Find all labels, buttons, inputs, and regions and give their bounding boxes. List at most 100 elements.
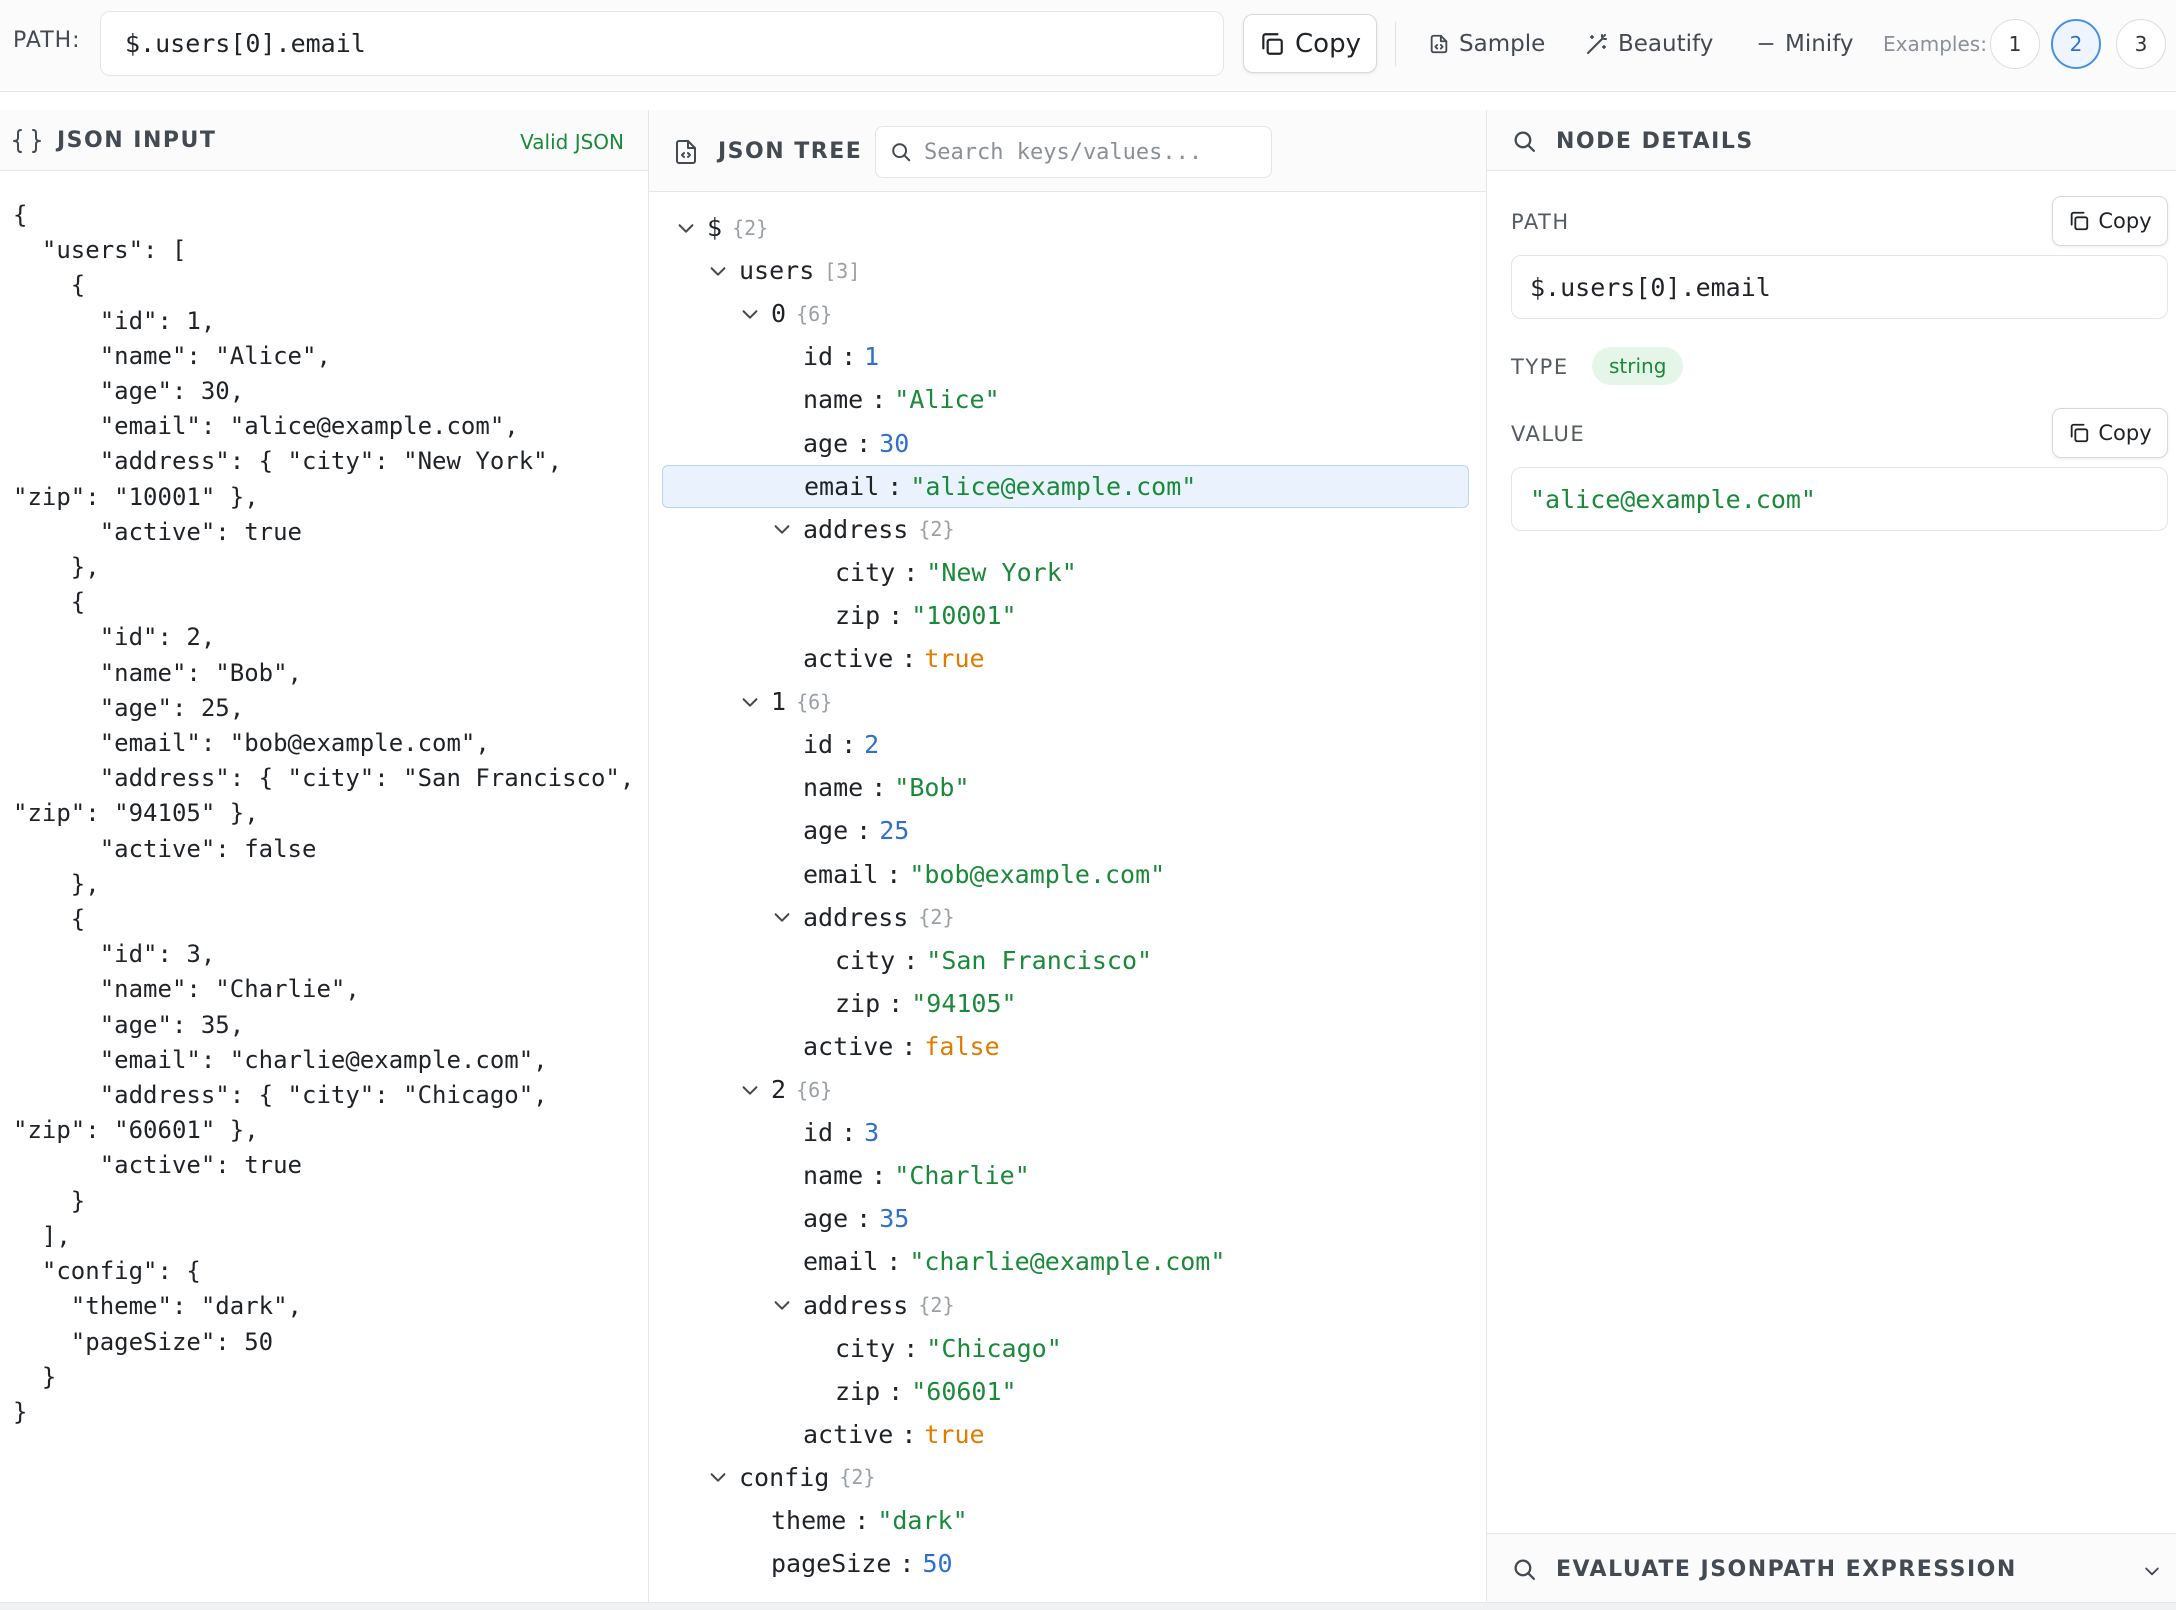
tree-row[interactable]: active:true: [771, 637, 985, 680]
tree-row[interactable]: email:"charlie@example.com": [771, 1240, 1225, 1283]
tree-row[interactable]: 1 {6}: [739, 680, 832, 723]
node-details-header: NODE DETAILS: [1487, 110, 2176, 171]
json-input-editor[interactable]: { "users": [ { "id": 1, "name": "Alice",…: [13, 201, 635, 1426]
tree-search-box[interactable]: [875, 126, 1272, 178]
copy-detail-path-label: Copy: [2098, 209, 2152, 233]
tree-row-selected[interactable]: email:"alice@example.com": [662, 464, 1469, 508]
details-value-field[interactable]: "alice@example.com": [1511, 467, 2168, 531]
tree-key: email: [804, 471, 880, 501]
tree-value: false: [924, 1031, 1000, 1061]
tree-row[interactable]: id:1: [771, 335, 879, 378]
chevron-down-icon[interactable]: [739, 691, 761, 713]
tree-value: "New York": [926, 557, 1077, 587]
chevron-down-icon[interactable]: [771, 1294, 793, 1316]
tree-row[interactable]: id:3: [771, 1111, 879, 1154]
chevron-down-icon[interactable]: [739, 303, 761, 325]
tree-row[interactable]: address{2}: [771, 508, 954, 551]
tree-row[interactable]: age:30: [771, 422, 909, 465]
tree-search-input[interactable]: [924, 139, 1244, 165]
bottom-edge: [0, 1602, 2176, 1610]
tree-row[interactable]: 2{6}: [739, 1068, 832, 1111]
tree-row[interactable]: zip:"94105": [803, 982, 1017, 1025]
copy-detail-value-button[interactable]: Copy: [2052, 408, 2168, 458]
tree-row[interactable]: theme:"dark": [739, 1499, 968, 1542]
path-label: PATH:: [13, 28, 81, 53]
tree-key: active: [803, 1031, 894, 1061]
example-1-button[interactable]: 1: [1990, 19, 2040, 69]
tree-key: id: [803, 1118, 834, 1148]
tree-row[interactable]: zip:"60601": [803, 1370, 1017, 1413]
tree-row[interactable]: name:"Bob": [771, 766, 970, 809]
tree-key: address: [803, 902, 909, 932]
tree-colon: :: [886, 1247, 902, 1277]
tree-value: true: [924, 1419, 985, 1449]
tree-row[interactable]: zip:"10001": [803, 594, 1017, 637]
tree-row[interactable]: active:false: [771, 1025, 1000, 1068]
tree-colon: :: [871, 1161, 887, 1191]
chevron-down-icon[interactable]: [707, 260, 729, 282]
tree-colon: :: [856, 816, 872, 846]
tree-row[interactable]: email:"bob@example.com": [771, 853, 1165, 896]
evaluate-jsonpath-label: EVALUATE JSONPATH EXPRESSION: [1556, 1557, 2017, 1582]
sample-button[interactable]: Sample: [1428, 22, 1545, 66]
copy-path-button[interactable]: Copy: [1243, 14, 1377, 73]
tree-key: $: [707, 213, 723, 242]
tree-value: "Charlie": [894, 1161, 1030, 1191]
beautify-button[interactable]: Beautify: [1585, 22, 1713, 66]
chevron-down-icon[interactable]: [707, 1466, 729, 1488]
tree-row[interactable]: name:"Alice": [771, 378, 1000, 421]
toolbar: PATH: $.users[0].email Copy Sample Beaut…: [0, 0, 2176, 92]
tree-colon: :: [856, 1204, 872, 1234]
chevron-down-icon[interactable]: [739, 1079, 761, 1101]
tree-row[interactable]: address{2}: [771, 1284, 954, 1327]
tree-row[interactable]: id:2: [771, 723, 879, 766]
tree-value: "10001": [911, 600, 1017, 630]
example-3-button[interactable]: 3: [2116, 19, 2166, 69]
details-path-field[interactable]: $.users[0].email: [1511, 255, 2168, 319]
tree-colon: :: [901, 1031, 917, 1061]
tree-child-count: {6}: [796, 301, 833, 326]
tree-key: address: [803, 1290, 909, 1320]
tree-row[interactable]: city:"San Francisco": [803, 939, 1152, 982]
chevron-down-icon[interactable]: [675, 217, 697, 239]
chevron-down-icon: [2145, 1567, 2159, 1576]
tree-key: active: [803, 644, 894, 673]
copy-icon: [2071, 423, 2089, 443]
tree-row[interactable]: name:"Charlie": [771, 1154, 1030, 1197]
path-input-value: $.users[0].email: [125, 29, 366, 58]
tree-colon: :: [888, 1376, 904, 1406]
json-input-title: JSON INPUT: [57, 128, 217, 153]
tree-row[interactable]: config{2}: [707, 1456, 875, 1499]
tree-row[interactable]: pageSize:50: [739, 1542, 953, 1585]
tree-row[interactable]: city:"Chicago": [803, 1327, 1062, 1370]
tree-row[interactable]: age:35: [771, 1197, 909, 1240]
tree-key: name: [803, 773, 864, 803]
evaluate-jsonpath-toggle[interactable]: EVALUATE JSONPATH EXPRESSION: [1487, 1533, 2176, 1602]
tree-row[interactable]: city:"New York": [803, 551, 1077, 594]
tree-key: 1: [771, 687, 787, 717]
tree-value: 25: [879, 816, 910, 846]
tree-colon: :: [887, 471, 903, 501]
tree-value: 50: [922, 1549, 953, 1579]
minify-button[interactable]: Minify: [1756, 22, 1854, 66]
tree-row[interactable]: 0{6}: [739, 292, 832, 335]
tree-colon: :: [886, 859, 902, 889]
tree-value: "94105": [911, 988, 1017, 1018]
tree-row[interactable]: active:true: [771, 1413, 985, 1456]
chevron-down-icon[interactable]: [771, 518, 793, 540]
tree-key: zip: [835, 988, 881, 1018]
copy-icon: [1262, 32, 1283, 55]
tree-row[interactable]: users[3]: [707, 249, 860, 292]
type-badge: string: [1592, 347, 1684, 385]
chevron-down-icon[interactable]: [771, 906, 793, 928]
tree-child-count: {6}: [796, 689, 833, 714]
example-2-button[interactable]: 2: [2051, 19, 2101, 69]
json-input-panel: JSON INPUT Valid JSON { "users": [ { "id…: [0, 110, 649, 1602]
path-input[interactable]: $.users[0].email: [100, 11, 1224, 76]
tree-row[interactable]: ${2}: [675, 206, 768, 249]
details-path-value: $.users[0].email: [1530, 272, 1771, 302]
tree-row[interactable]: age:25: [771, 809, 909, 852]
copy-detail-path-button[interactable]: Copy: [2052, 196, 2168, 246]
beautify-label: Beautify: [1618, 31, 1714, 57]
tree-row[interactable]: address{2}: [771, 896, 954, 939]
